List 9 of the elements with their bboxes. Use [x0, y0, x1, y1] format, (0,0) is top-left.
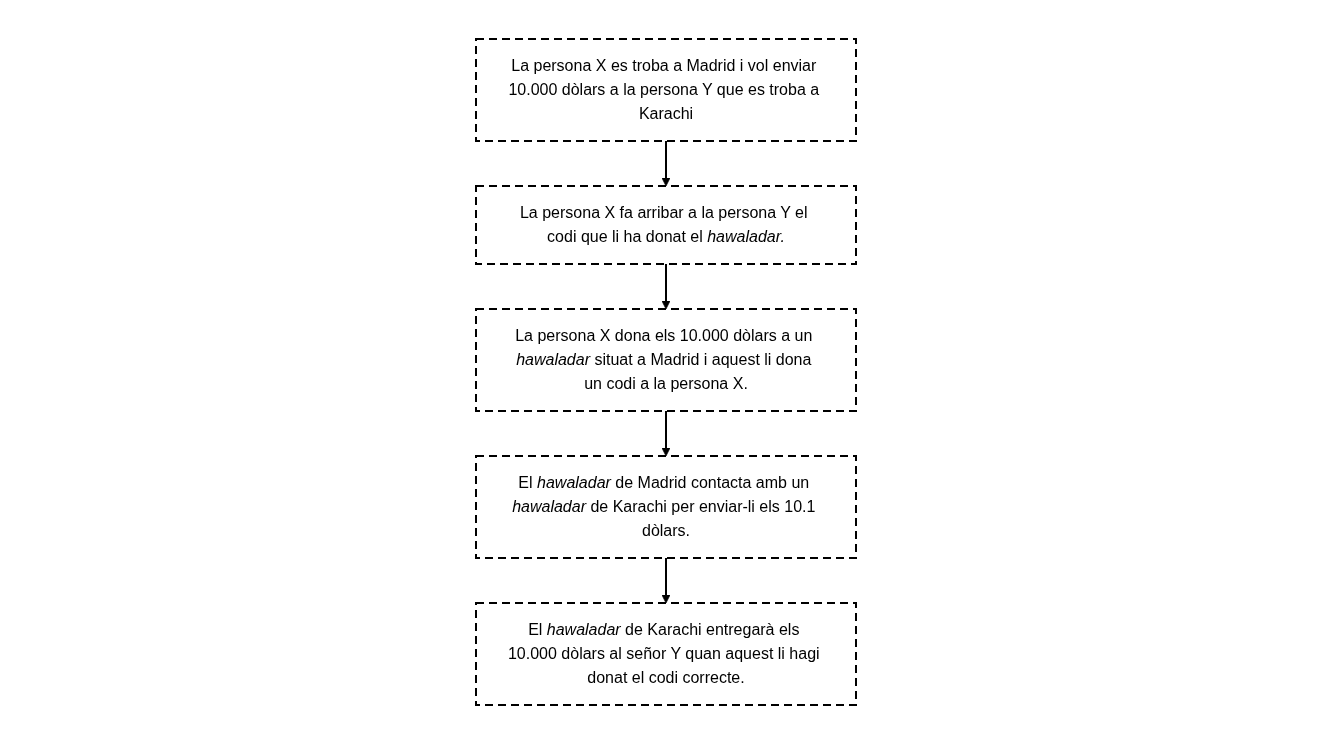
arrow: [661, 410, 670, 457]
node-box: El hawaladar de Karachi entregarà els 10.000 dòlars al señor Y quan aquest li hagi donat el codi correcte.: [474, 602, 857, 706]
node-box: El hawaladar de Madrid contacta amb un hawaladar de Karachi per enviar-li els 10.1 dòlars.: [474, 455, 857, 559]
node-box: La persona X es troba a Madrid i vol enviar 10.000 dòlars a la persona Y que es troba a Karachi: [474, 38, 857, 142]
arrow: [661, 557, 670, 604]
node-box: La persona X dona els 10.000 dòlars a un hawaladar situat a Madrid i aquest li dona un codi a la persona X.: [474, 308, 857, 412]
arrow: [661, 140, 670, 187]
node-box: La persona X fa arribar a la persona Y el codi que li ha donat el hawaladar.: [474, 185, 857, 265]
arrow: [661, 263, 670, 310]
